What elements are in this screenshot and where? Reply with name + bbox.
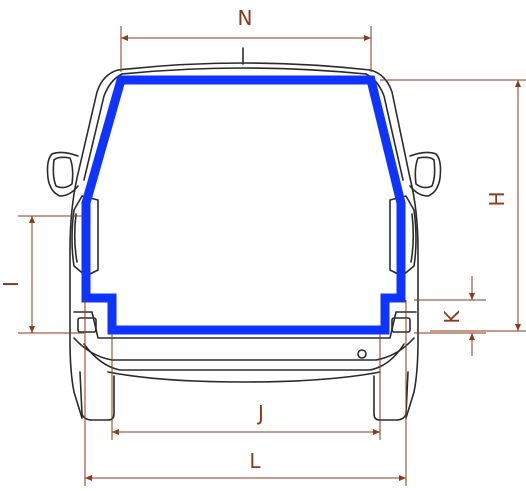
cargo-opening-outline [81, 75, 406, 335]
label-K: K [440, 310, 464, 324]
right-mirror [409, 151, 442, 197]
right-tail-light [389, 195, 417, 277]
roof-outline [117, 62, 371, 71]
label-J: J [256, 401, 264, 425]
label-I: I [0, 281, 23, 287]
left-tail-light [71, 195, 99, 277]
left-mirror [46, 151, 79, 197]
dimension-lines [18, 26, 526, 486]
dimension-labels: N H I K J L [0, 6, 509, 473]
body-outline-right [369, 69, 419, 419]
label-L: L [249, 449, 261, 473]
rear-bumper [73, 311, 417, 339]
vehicle-outline [46, 47, 442, 421]
right-wheel [373, 371, 409, 421]
tow-hook [357, 349, 367, 359]
left-reflector [77, 317, 97, 333]
right-reflector [391, 317, 411, 333]
label-H: H [485, 191, 509, 206]
label-N: N [238, 6, 253, 30]
left-wheel [79, 371, 115, 421]
